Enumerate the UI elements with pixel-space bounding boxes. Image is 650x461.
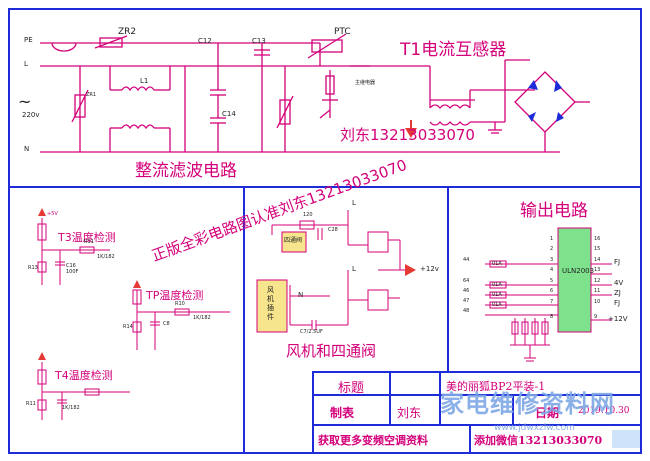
c12-label: C12 (198, 37, 212, 45)
r120-label: 120 (303, 212, 313, 218)
pin-4: 4 (550, 267, 554, 273)
res-2: 01A (492, 282, 502, 288)
bridge-diodes (528, 80, 564, 122)
tp-res: 1K/182 (193, 315, 211, 321)
out-4v: 4V (614, 279, 624, 287)
sense-arrow (405, 128, 417, 138)
site-watermark: 家电维修资料网 (440, 390, 615, 418)
rectifier-title: 整流滤波电路 (135, 161, 237, 181)
out-zj: ZJ (614, 289, 621, 297)
c28-label: C28 (328, 227, 338, 233)
site-logo (612, 430, 640, 448)
title-label: 标题 (338, 381, 365, 396)
pin-8: 8 (550, 314, 554, 320)
tp-vcc-arrow (133, 280, 141, 288)
pe-label: PE (24, 36, 33, 44)
title-value: 美的丽狐BP2平装-1 (446, 380, 546, 393)
fan-v12-label: +12v (420, 265, 439, 273)
phone-overlay: 刘东13213033070 (340, 126, 475, 144)
uln2003-chip (557, 227, 592, 333)
valve-box-label: 四通阀 (284, 237, 303, 244)
footer-right: 添加微信13213033070 (474, 434, 603, 447)
fan-n-label: N (298, 291, 304, 299)
fan-connector-box (256, 279, 288, 333)
fan-title: 风机和四通阀 (286, 342, 377, 360)
t4-label: T4温度检测 (55, 369, 113, 382)
tp-label: TP温度检测 (146, 289, 204, 302)
date-label: 日期 (535, 406, 560, 420)
in-pin-44: 44 (463, 257, 470, 263)
section-borders (8, 8, 642, 454)
fan-l-label: L (352, 265, 356, 273)
tp-r10: R10 (175, 301, 185, 307)
in-pin-46: 46 (463, 288, 470, 294)
res-4: 01A (492, 302, 502, 308)
sensor-wiring (37, 218, 230, 420)
l1-label: L1 (140, 77, 149, 85)
in-pin-64: 64 (463, 278, 470, 284)
ptc-label: PTC (334, 27, 351, 37)
valve-l-label: L (352, 199, 356, 207)
res-1: 01A (492, 261, 502, 267)
voltage-label: 220v (22, 111, 40, 119)
c13-label: C13 (252, 37, 266, 45)
pin-1: 1 (550, 236, 554, 242)
tp-r14: R14 (123, 324, 133, 330)
t3-label: T3温度检测 (58, 231, 116, 244)
out-v12: +12V (608, 315, 628, 323)
out-fj-1: FJ (614, 258, 621, 266)
fan-box-label: 风机插件 (267, 286, 274, 322)
pin-7: 7 (550, 299, 554, 305)
output-title: 输出电路 (520, 201, 588, 221)
pin-9: 9 (594, 314, 598, 320)
l-label: L (24, 60, 28, 68)
t4-r11: R11 (26, 401, 36, 407)
in-pin-48: 48 (463, 308, 470, 314)
t3-vcc: +5V (47, 211, 58, 217)
fan-wiring (271, 210, 405, 330)
n-label: N (24, 145, 30, 153)
t3-vcc-arrow (38, 208, 46, 216)
pin-14: 14 (594, 257, 601, 263)
t3-r12: 1K/182 (97, 254, 115, 260)
ic-label: ULN2003 (562, 267, 595, 275)
date-value: 2019.10.30 (578, 406, 630, 416)
pin-10: 10 (594, 299, 601, 305)
out-fj-2: FJ (614, 299, 621, 307)
tp-c8: C8 (163, 321, 170, 327)
t4-vcc-arrow (38, 352, 46, 360)
four-way-valve-box (281, 231, 307, 253)
t3-100f: 100F (66, 269, 79, 275)
pin-16: 16 (594, 236, 601, 242)
zr1-label: ZR1 (86, 92, 97, 98)
pin-15: 15 (594, 246, 601, 252)
in-pin-47: 47 (463, 298, 470, 304)
res-3: 01A (492, 292, 502, 298)
ac-symbol: ~ (18, 92, 32, 111)
transformer-title: T1电流互感器 (400, 40, 507, 60)
made-value: 刘东 (397, 406, 422, 420)
relay-label: 主继电器 (355, 80, 376, 86)
made-label: 制表 (330, 406, 355, 420)
pin-13: 13 (594, 267, 601, 273)
pin-5: 5 (550, 278, 554, 284)
t3-c16: C16 (66, 263, 76, 269)
pin-2: 2 (550, 246, 554, 252)
t4-cap: 1K/182 (62, 405, 80, 411)
footer-left: 获取更多变频空调资料 (318, 434, 428, 447)
site-url: www.jdwxzlw.com (494, 423, 575, 433)
t3-r11: R11 (84, 239, 94, 245)
c14-label: C14 (222, 110, 236, 118)
zr2-label: ZR2 (118, 27, 137, 37)
rectifier-wiring (40, 33, 590, 153)
v12-arrow (405, 264, 416, 276)
pin-12: 12 (594, 278, 601, 284)
pin-6: 6 (550, 288, 554, 294)
pin-11: 11 (594, 288, 601, 294)
t3-r13: R13 (28, 265, 38, 271)
pin-3: 3 (550, 257, 554, 263)
fan-cap-label: C7/2.5UF (300, 329, 323, 335)
output-wiring (485, 260, 612, 362)
